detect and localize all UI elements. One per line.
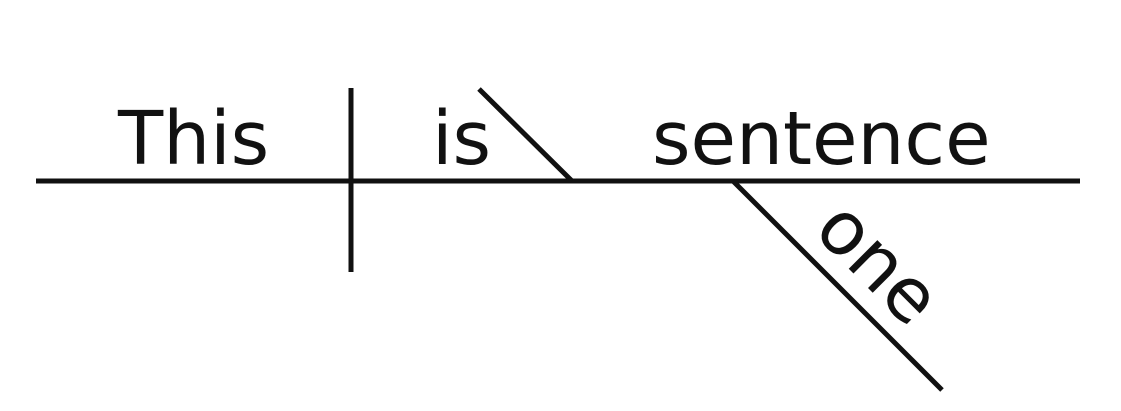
verb-word: is [432,96,491,182]
modifier-line [731,179,944,392]
modifier-word: one [799,184,957,342]
predicate-nominative-word: sentence [652,96,991,182]
subject-word: This [117,96,269,182]
complement-divider [477,87,574,183]
